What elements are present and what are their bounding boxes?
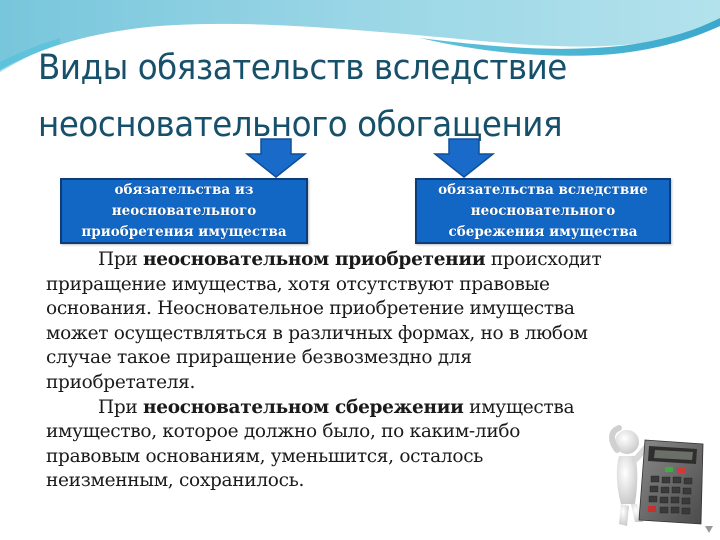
category-box-acquisition: обязательства из неосновательного приобр…	[60, 178, 308, 244]
person-with-calculator-icon	[609, 425, 713, 533]
arrow-down-icon	[433, 138, 495, 178]
title-line-2: неосновательного обогащения	[38, 105, 563, 145]
box-line: сбережения имущества	[448, 224, 638, 240]
paragraph-line: неизменным, сохранилось.	[46, 470, 305, 492]
text-rest: происходит	[485, 249, 602, 270]
paragraph-line: случае такое приращение безвозмездно для	[46, 347, 472, 369]
text-lead: При	[98, 396, 143, 418]
box-line: приобретения имущества	[81, 224, 287, 240]
paragraph-line: правовым основаниям, уменьшится, осталос…	[46, 445, 484, 467]
slide-title: Виды обязательств вследствие неосновател…	[38, 40, 652, 154]
title-line-1: Виды обязательств вследствие	[38, 48, 567, 88]
paragraph-line: приобретателя.	[46, 371, 196, 393]
header-wave-decoration	[0, 0, 720, 80]
body-text: При неосновательном приобретении происхо…	[46, 248, 686, 494]
paragraph-line: может осуществляться в различных формах,…	[46, 322, 588, 344]
paragraph-line: имущество, которое должно было, по каким…	[46, 421, 521, 443]
paragraph-first-line: При неосновательном сбережении имущества	[46, 396, 686, 421]
paragraph-saving: При неосновательном сбережении имущества…	[46, 396, 686, 494]
term-highlight: неосновательном приобретении	[143, 249, 486, 270]
category-box-saving: обязательства вследствие неосновательног…	[415, 178, 671, 244]
text-lead: При	[98, 249, 143, 270]
paragraph-acquisition: При неосновательном приобретении происхо…	[46, 248, 686, 396]
paragraph-first-line: При неосновательном приобретении происхо…	[46, 248, 686, 273]
box-line: неосновательного	[111, 203, 257, 219]
paragraph-line: приращение имущества, хотя отсутствуют п…	[46, 273, 550, 295]
box-line: обязательства из	[114, 182, 254, 198]
box-line: обязательства вследствие	[438, 182, 648, 198]
term-highlight: неосновательном сбережении	[143, 396, 464, 418]
paragraph-line: основания. Неосновательное приобретение …	[46, 298, 575, 320]
text-rest: имущества	[463, 396, 575, 418]
box-line: неосновательного	[470, 203, 616, 219]
arrow-down-icon	[245, 138, 307, 178]
